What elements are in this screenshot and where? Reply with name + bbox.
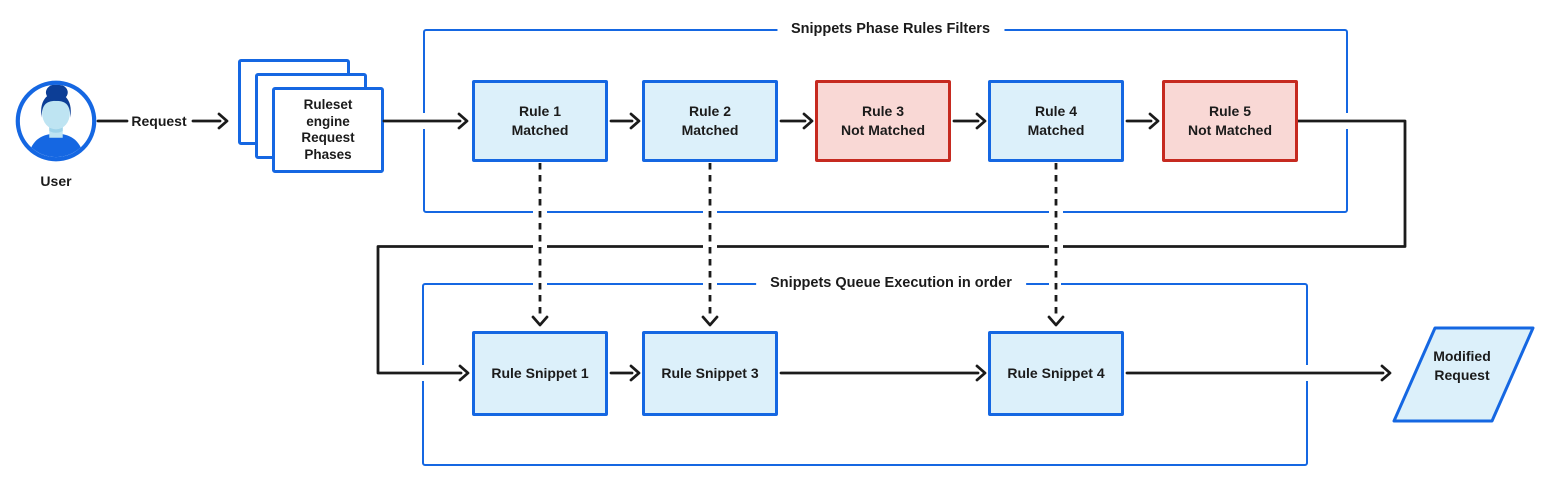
node-label: Rule Snippet 4 xyxy=(1007,365,1105,381)
node-rule-4: Rule 4 Matched xyxy=(988,80,1124,162)
line-gap-masks xyxy=(533,240,1063,253)
label-line: Phases xyxy=(304,146,352,162)
node-rule-snippet-1: Rule Snippet 1 xyxy=(472,331,608,416)
rule-status: Matched xyxy=(511,122,569,138)
rule-name: Rule 4 xyxy=(1034,103,1077,119)
node-label: Rule 3 Not Matched xyxy=(841,102,925,140)
node-label: Rule Snippet 3 xyxy=(661,365,759,381)
node-rule-3: Rule 3 Not Matched xyxy=(815,80,951,162)
group-title-filters: Snippets Phase Rules Filters xyxy=(776,21,1005,37)
node-rule-2: Rule 2 Matched xyxy=(642,80,778,162)
node-rule-snippet-3: Rule Snippet 3 xyxy=(642,331,778,416)
label-line: Ruleset xyxy=(303,97,353,112)
person-icon xyxy=(15,80,97,162)
rule-status: Not Matched xyxy=(841,122,925,138)
ruleset-engine-node: Ruleset engine Request Phases xyxy=(272,87,384,173)
node-label: Rule 2 Matched xyxy=(682,102,739,140)
node-label: Rule 5 Not Matched xyxy=(1188,102,1272,140)
rule-status: Matched xyxy=(1027,122,1085,138)
node-label: Rule 4 Matched xyxy=(1028,102,1085,140)
label-line: engine xyxy=(306,113,350,129)
label-line: Modified xyxy=(1433,348,1491,364)
rule-name: Rule 3 xyxy=(861,103,904,119)
node-rule-snippet-4: Rule Snippet 4 xyxy=(988,331,1124,416)
arrowhead-into-output xyxy=(1380,364,1392,382)
rule-name: Rule 2 xyxy=(688,103,731,119)
node-rule-5: Rule 5 Not Matched xyxy=(1162,80,1298,162)
label-line: Request xyxy=(1434,367,1490,383)
ruleset-engine-label: Ruleset engine Request Phases xyxy=(301,97,354,163)
rule-status: Matched xyxy=(681,122,739,138)
rule-name: Rule 1 xyxy=(518,103,561,119)
arrowhead-into-stack xyxy=(217,112,229,130)
group-title-queue: Snippets Queue Execution in order xyxy=(756,275,1026,291)
request-label: Request xyxy=(131,113,187,129)
rule-status: Not Matched xyxy=(1188,122,1272,138)
rule-name: Rule 5 xyxy=(1208,103,1251,119)
label-line: Request xyxy=(301,130,355,145)
node-label: Rule 1 Matched xyxy=(512,102,569,140)
modified-request-label: Modified Request xyxy=(1398,347,1526,385)
node-label: Rule Snippet 1 xyxy=(491,365,589,381)
user-label: User xyxy=(40,173,72,189)
user-avatar xyxy=(14,79,98,163)
node-rule-1: Rule 1 Matched xyxy=(472,80,608,162)
